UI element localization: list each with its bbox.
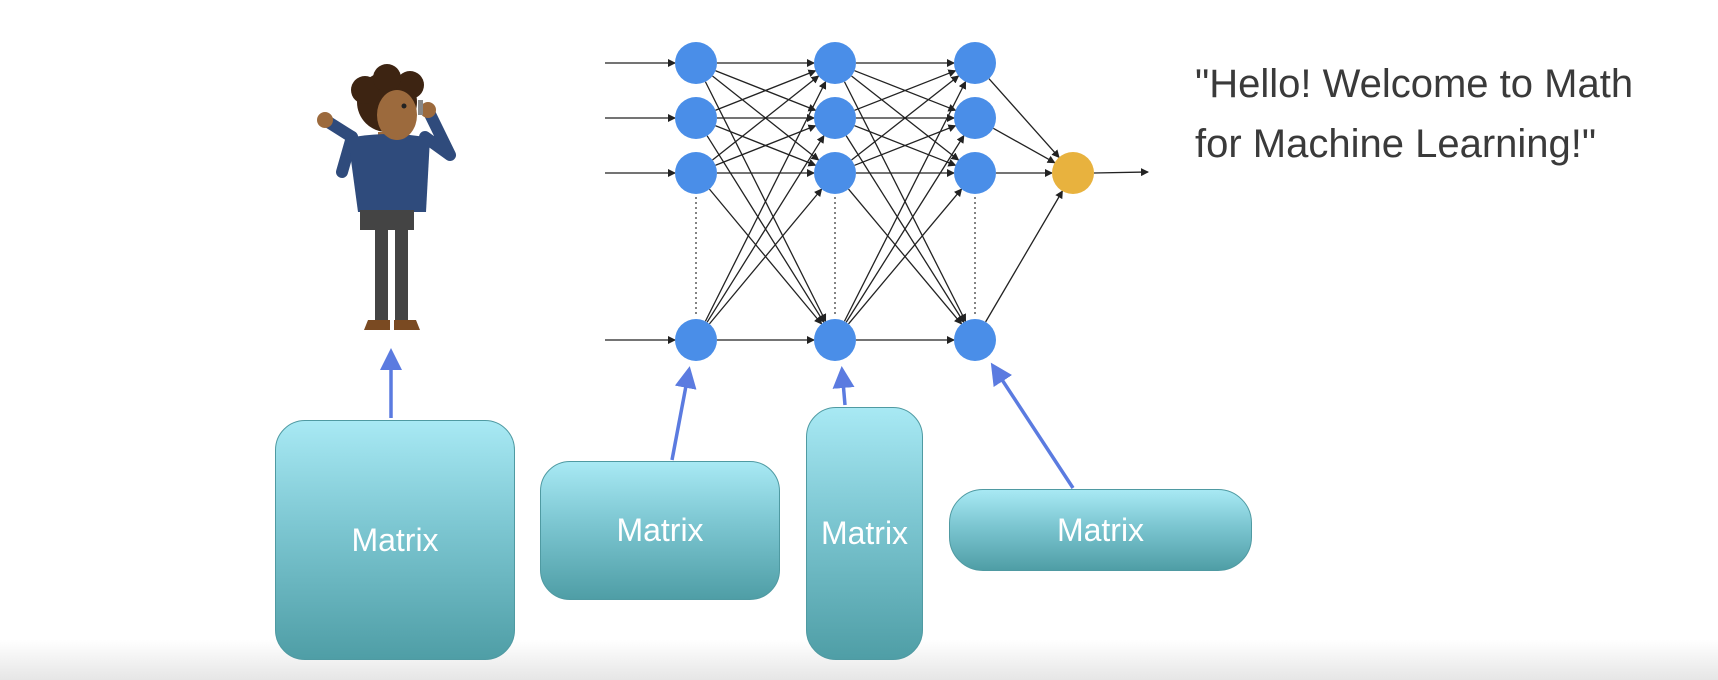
neuron-node <box>675 97 717 139</box>
neuron-node <box>954 152 996 194</box>
matrix-label-1: Matrix <box>351 521 439 558</box>
arrow-to-layer-1 <box>670 366 697 461</box>
output-neuron-node <box>1052 152 1094 194</box>
matrix-arrows <box>380 348 1075 489</box>
matrix-label-2: Matrix <box>616 512 704 548</box>
neuron-node <box>954 42 996 84</box>
connection-edge <box>854 69 957 111</box>
output-connection-edge <box>985 190 1063 323</box>
output-arrow <box>1093 168 1149 177</box>
connection-edge <box>845 134 965 323</box>
neuron-node <box>675 152 717 194</box>
neuron-node <box>814 42 856 84</box>
matrix-label-3: Matrix <box>820 515 909 551</box>
connection-edge <box>851 75 960 161</box>
connection-edge <box>712 75 820 161</box>
person-illustration <box>317 64 456 330</box>
neuron-node <box>814 152 856 194</box>
output-connection-edge <box>992 127 1056 164</box>
matrix-box-4: Matrix <box>949 489 1252 571</box>
matrix-box-3: Matrix <box>806 407 923 660</box>
connection-edge <box>715 69 817 111</box>
connection-edge <box>704 80 827 322</box>
neuron-node <box>675 319 717 361</box>
arrow-to-layer-3 <box>990 362 1075 489</box>
neuron-node <box>954 97 996 139</box>
neuron-node <box>954 319 996 361</box>
speech-text: "Hello! Welcome to Math for Machine Lear… <box>1195 62 1634 166</box>
connection-edge <box>708 188 823 325</box>
matrix-label-4: Matrix <box>1056 511 1145 548</box>
connection-edge <box>715 124 817 166</box>
arrow-to-layer-2 <box>832 366 855 406</box>
neuron-node <box>814 319 856 361</box>
connection-edge <box>854 124 957 166</box>
matrix-box-2: Matrix <box>540 461 780 600</box>
connection-edge <box>843 80 967 322</box>
neuron-node <box>675 42 717 84</box>
connection-edge <box>706 134 825 323</box>
neural-network <box>605 42 1149 361</box>
matrix-box-1: Matrix <box>275 420 515 660</box>
output-connection-edge <box>988 78 1060 159</box>
neuron-node <box>814 97 856 139</box>
connection-edge <box>847 188 963 325</box>
